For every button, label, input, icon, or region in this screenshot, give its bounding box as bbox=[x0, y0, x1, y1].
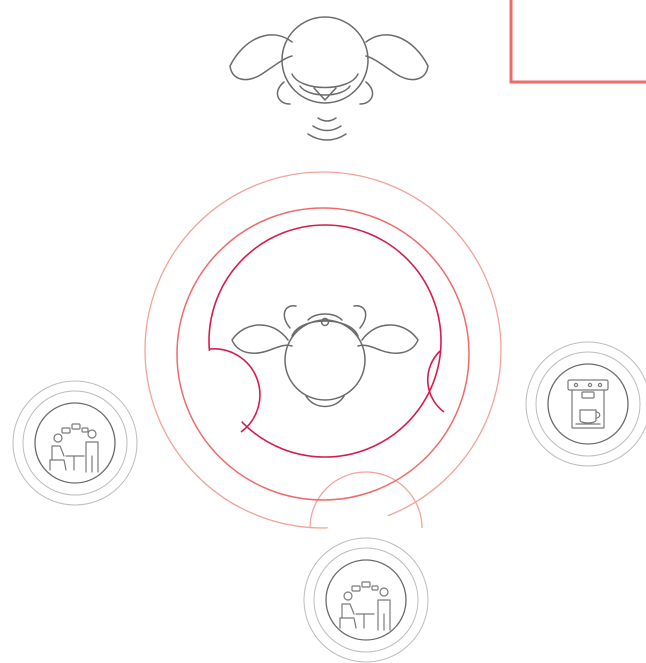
left-meeting-node bbox=[13, 381, 137, 505]
meeting-people-icon bbox=[50, 424, 98, 472]
top-right-bracket bbox=[511, 0, 646, 82]
inner-ring-right-notch bbox=[428, 351, 444, 412]
bottom-meeting-node bbox=[304, 538, 428, 662]
inner-ring-left-notch bbox=[210, 349, 260, 432]
robot-head-waves-icon bbox=[230, 17, 428, 140]
inner-ring bbox=[209, 225, 441, 457]
meeting-people-icon bbox=[340, 582, 390, 630]
robot-hub bbox=[145, 172, 501, 528]
right-coffee-node bbox=[526, 342, 646, 466]
connector-lines bbox=[181, 0, 646, 222]
coffee-machine-icon bbox=[568, 380, 608, 428]
